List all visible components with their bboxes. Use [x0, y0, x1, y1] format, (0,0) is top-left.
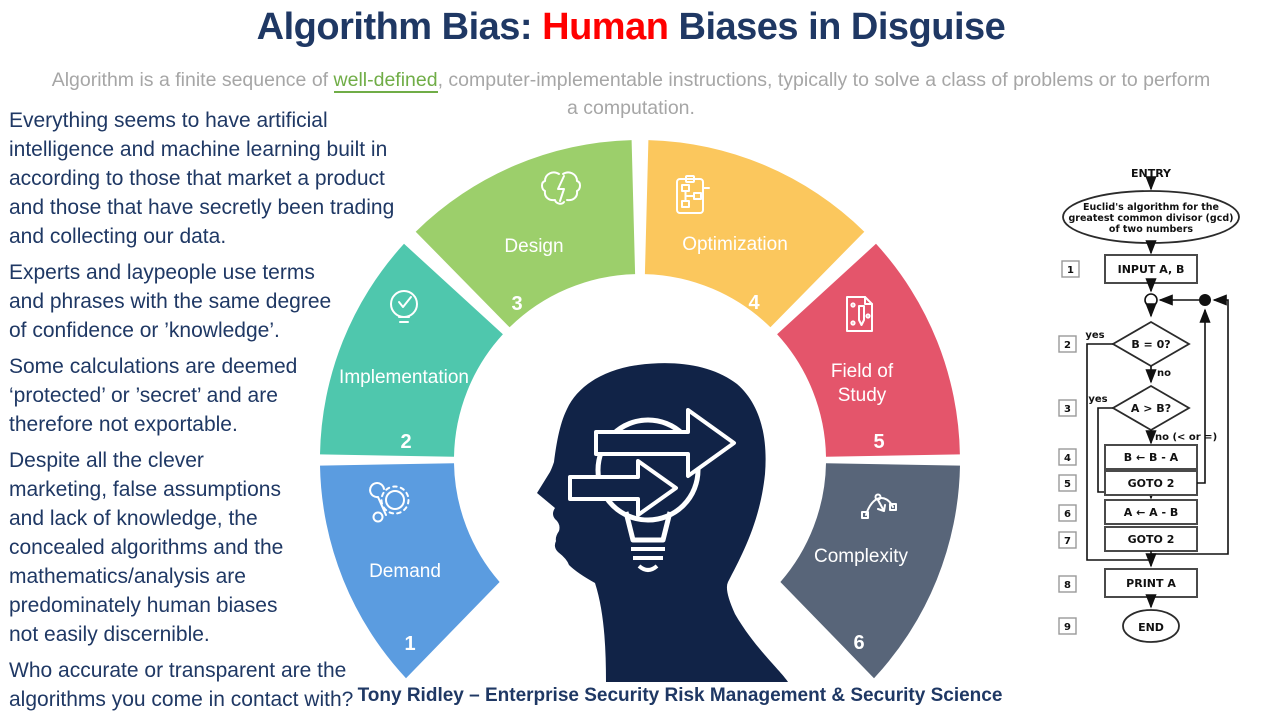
step-number-box-1 — [1061, 260, 1080, 278]
segment-demand — [320, 463, 500, 679]
paragraph-clever-marketing: Despite all the clever marketing, false … — [9, 449, 284, 646]
input-box-text: INPUT A, B — [1118, 263, 1185, 276]
paragraph-protected-secret: Some calculations are deemed ‘protected’… — [9, 355, 298, 436]
start-text-line2: greatest common divisor (gcd) — [1069, 213, 1234, 224]
step-number-3: 3 — [1064, 404, 1071, 415]
step-number-box-3 — [1058, 399, 1077, 417]
yes-label-b0: yes — [1085, 330, 1104, 341]
goto2-b-text: GOTO 2 — [1128, 533, 1175, 546]
step-number-2: 2 — [1064, 340, 1071, 351]
print-a-text: PRINT A — [1126, 577, 1176, 590]
algorithm-cycle-diagram: Demand 1 Implementation 2 Design 3 Optim… — [320, 140, 960, 682]
step-number-4: 4 — [1064, 453, 1071, 464]
decision-ab-text: A > B? — [1131, 402, 1171, 415]
segment-number-demand: 1 — [404, 633, 415, 655]
step-number-box-9 — [1058, 617, 1077, 635]
segment-complexity — [780, 463, 960, 679]
subtitle: Algorithm is a finite sequence of well-d… — [46, 66, 1216, 122]
step-number-box-7 — [1058, 531, 1077, 549]
flowchart-entry-label: ENTRY — [1131, 167, 1172, 180]
euclid-flowchart: ENTRY Euclid's algorithm for the greates… — [1058, 167, 1240, 643]
paragraph-experts-laypeople: Experts and laypeople use terms and phra… — [9, 261, 332, 342]
segment-number-complexity: 6 — [853, 632, 864, 654]
segment-optimization — [644, 140, 865, 328]
goto2-box-a — [1104, 470, 1198, 496]
commentary-panel: Everything seems to have artificial inte… — [9, 106, 443, 720]
no-label-ab: no (< or =) — [1155, 432, 1217, 443]
subtitle-after: , computer-implementable instructions, t… — [437, 69, 1211, 119]
title-suffix: Biases in Disguise — [668, 6, 1006, 48]
well-defined-link[interactable]: well-defined — [333, 69, 438, 93]
segment-field-of-study — [777, 243, 960, 457]
segment-implementation — [320, 243, 503, 457]
assign-b-text: B ← B - A — [1124, 451, 1179, 464]
assign-a-text: A ← A - B — [1124, 506, 1179, 519]
segment-label-field-of-study-line1: Field of — [831, 361, 894, 382]
page-title: Algorithm Bias: Human Biases in Disguise — [0, 6, 1262, 49]
clipboard-flowchart-icon — [676, 175, 710, 214]
paragraph-ai-marketing: Everything seems to have artificial inte… — [9, 109, 395, 248]
title-highlight: Human — [542, 6, 669, 48]
segment-label-demand: Demand — [369, 561, 441, 582]
lightbulb-arrows-icon — [568, 408, 736, 572]
segment-number-design: 3 — [511, 293, 522, 315]
step-number-7: 7 — [1064, 536, 1071, 547]
print-a-box — [1104, 568, 1198, 598]
loop-junction-dot — [1199, 294, 1211, 306]
step-number-box-4 — [1058, 448, 1077, 466]
end-text: END — [1138, 621, 1164, 634]
step-number-box-2 — [1058, 335, 1077, 353]
paragraph-question: Who accurate or transparent are the algo… — [9, 659, 354, 711]
loop-connector-circle — [1144, 293, 1158, 307]
step-number-box-8 — [1058, 575, 1077, 593]
bezier-curve-icon — [861, 493, 897, 519]
goto2-a-text: GOTO 2 — [1128, 477, 1175, 490]
segment-number-implementation: 2 — [400, 431, 411, 453]
assign-b-box — [1104, 444, 1198, 470]
credit-line: Tony Ridley – Enterprise Security Risk M… — [357, 685, 1003, 706]
step-number-8: 8 — [1064, 580, 1071, 591]
step-number-6: 6 — [1064, 509, 1071, 520]
start-text-line1: Euclid's algorithm for the — [1083, 202, 1219, 213]
segment-label-implementation: Implementation — [339, 367, 469, 388]
segment-label-optimization: Optimization — [682, 234, 788, 255]
head-silhouette — [537, 363, 788, 682]
step-number-9: 9 — [1064, 622, 1071, 633]
brain-lightning-icon — [541, 171, 581, 205]
step-number-5: 5 — [1064, 479, 1071, 490]
yes-label-ab: yes — [1088, 394, 1107, 405]
end-ellipse — [1122, 609, 1180, 643]
lightbulb-check-icon — [390, 290, 418, 323]
segment-label-design: Design — [504, 236, 563, 257]
segment-number-field-of-study: 5 — [873, 431, 884, 453]
subtitle-before: Algorithm is a finite sequence of — [51, 69, 334, 91]
assign-a-box — [1104, 499, 1198, 525]
document-design-icon — [846, 296, 873, 332]
step-number-box-6 — [1058, 504, 1077, 522]
no-label-b0: no — [1157, 368, 1171, 379]
step-number-1: 1 — [1067, 265, 1074, 276]
decision-b0-text: B = 0? — [1131, 338, 1170, 351]
segment-number-optimization: 4 — [748, 292, 760, 314]
segment-label-field-of-study-line2: Study — [838, 385, 887, 406]
segment-label-complexity: Complexity — [814, 546, 908, 567]
wrench-gear-icon — [369, 482, 410, 523]
title-prefix: Algorithm Bias: — [256, 6, 543, 48]
start-text-line3: of two numbers — [1109, 224, 1193, 235]
step-number-box-5 — [1058, 474, 1077, 492]
